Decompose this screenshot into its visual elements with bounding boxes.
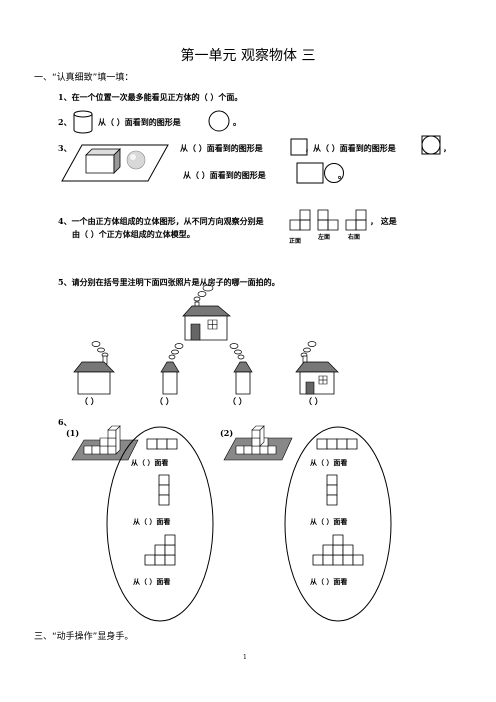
question-6-number: 6、 [58,417,72,427]
house-photo-1 [72,340,118,396]
oval-2-prompt-1: 从（ ）面看 [310,458,348,467]
cylinder-figure [72,110,94,134]
house-main-picture [178,284,238,344]
question-4-line2: 由（ ）个正方体组成的立体模型。 [72,229,195,239]
view-label-right: 右面 [348,234,361,241]
house-photo-3 [228,342,258,396]
house-photo-4 [294,340,340,396]
q5-blank-3[interactable]: （ ） [228,396,247,406]
cube-structure-2 [222,422,294,462]
question-3-line1b: ，从（ ）面看到的图形是 [305,143,396,153]
question-1: 1、在一个位置一次最多能看见正方体的（ ）个面。 [58,92,243,102]
q5-blank-1[interactable]: （ ） [80,396,99,406]
question-3-line2: 从（ ）面看到的图形是 [183,170,266,180]
question-3-line1a: 从（ ）面看到的图形是 [180,143,263,153]
question-4-line1: 4、一个由正方体组成的立体图形，从不同方向观察分别是 [58,216,264,226]
question-4-line1-end: ， 这是 [370,216,397,226]
q3-square-circle-answer-shape [420,134,442,156]
question-3-line1-end: ， [443,143,451,153]
oval-2-prompt-3: 从（ ）面看 [310,577,348,586]
question-2-end: 。 [233,117,241,127]
answer-oval-1 [105,425,215,623]
view-label-left: 左面 [318,234,331,241]
question-2-number: 2、 [58,117,72,127]
question-6-part-1: (1) [66,428,80,438]
oval-2-prompt-2: 从（ ）面看 [310,517,348,526]
section-3-heading: 三、“动手操作”显身手。 [34,632,134,642]
view-label-front: 正面 [289,238,302,245]
question-5: 5、请分别在括号里注明下面四张照片是从房子的哪一面拍的。 [58,277,280,287]
q3-square-answer-shape [290,138,308,156]
oval-1-prompt-2: 从（ ）面看 [133,517,171,526]
oval-1-prompt-3: 从（ ）面看 [133,577,171,586]
page-number: 1 [243,654,247,661]
question-3-line2-end: 。 [338,170,346,180]
q5-blank-4[interactable]: （ ） [304,396,323,406]
section-1-heading: 一、“认真细致”填一填： [34,73,134,83]
q4-three-view-drawings [288,206,368,232]
house-photo-2 [155,342,185,396]
cube-and-ball-scene [60,143,170,183]
q5-blank-2[interactable]: （ ） [155,396,174,406]
answer-oval-2 [283,425,393,623]
cube-structure-1 [70,424,140,462]
oval-1-prompt-1: 从（ ）面看 [131,458,169,467]
question-3-number: 3、 [58,143,72,153]
q2-circle-answer-shape [208,110,230,132]
page-title: 第一单元 观察物体 三 [180,48,316,64]
q3-rect-circle-answer-shape [296,162,348,184]
question-6-part-2: (2) [220,428,234,438]
question-2-text: 从（ ）面看到的图形是 [98,117,181,127]
